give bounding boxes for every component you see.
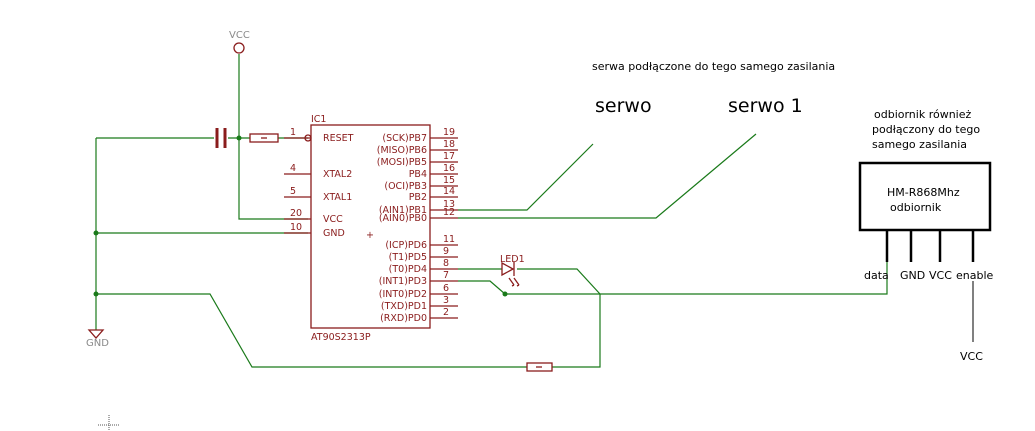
ic-pin-label: XTAL1 [323,192,352,203]
ic-pin-number: 8 [443,258,449,269]
receiver-title: HM-R868Mhz [887,186,960,199]
ic-right-pins: 19(SCK)PB718(MISO)PB617(MOSI)PB516PB415(… [377,127,458,324]
ic-pin-label: (INT1)PD3 [379,276,427,287]
receiver-pin-data: data [864,269,889,282]
ic-pin-label: (INT0)PD2 [379,289,427,300]
ic-pin-number: 5 [290,186,296,197]
reset-resistor [249,133,279,143]
vcc-supply-symbol: VCC [229,30,250,54]
ic-pin-right-6: 6 (INT0)PD2 [379,283,458,300]
receiver-pin-enable: enable [956,269,994,282]
ic-pin-label: (SCK)PB7 [382,133,427,144]
ic-pin-number: 10 [290,222,302,233]
gnd-label: GND [86,338,109,349]
ic-pin-right-2: 2 (RXD)PD0 [380,307,458,324]
ic-pin-label: (ICP)PD6 [385,240,427,251]
receiver-note-line-2: podłączony do tego [872,123,980,136]
ic-pin-number: 13 [443,199,455,210]
ic-pin-label: (AIN1)PB1 [379,205,427,216]
ic-pin-label: GND [323,228,345,239]
gnd-symbol: GND [86,329,109,349]
origin-marker [98,415,120,431]
ic-pin-label: (TXD)PD1 [381,301,427,312]
ic-part: AT90S2313P [311,332,371,343]
ic-pin-right-19: 19 (SCK)PB7 [382,127,458,144]
ic-pin-number: 17 [443,151,455,162]
ic-pin-number: 18 [443,139,455,150]
ic-pin-number: 19 [443,127,455,138]
ic-pin-right-17: 17 (MOSI)PB5 [377,151,458,168]
receiver-pin-gnd: GND [900,269,925,282]
junctions [93,135,508,297]
ic-pin-number: 20 [290,208,302,219]
ic-pin-number: 1 [290,127,296,138]
ic-pin-label: (MISO)PB6 [377,145,427,156]
ic-pin-label: (T0)PD4 [389,264,427,275]
led-name: LED1 [500,254,525,265]
ic-pin-label: RESET [323,133,354,144]
ic-pin-label: (T1)PD5 [389,252,427,263]
ic-pin-number: 7 [443,270,449,281]
capacitor [215,128,227,148]
receiver-note-line-3: samego zasilania [872,138,967,151]
ic-name: IC1 [311,114,326,125]
servo-label-2: serwo 1 [728,95,803,117]
ic-pin-number: 14 [443,186,455,197]
ic-plus-mark: + [366,230,374,241]
ic-pin-label: VCC [323,214,343,225]
servo-note: serwa podłączone do tego samego zasilani… [592,60,835,73]
led1: LED1 [500,254,525,287]
ic-pin-right-12: 12 (AIN0)PB0 [379,207,458,224]
ic-pin-number: 6 [443,283,449,294]
ic-pin-right-18: 18 (MISO)PB6 [377,139,458,156]
ic-pin-right-15: 15 (OCI)PB3 [384,175,458,192]
ic-pin-label: (MOSI)PB5 [377,157,427,168]
ic-pin-right-9: 9 (T1)PD5 [389,246,458,263]
ic-pin-number: 4 [290,163,296,174]
ic-pin-right-8: 8 (T0)PD4 [389,258,458,275]
ic-pin-number: 2 [443,307,449,318]
annotations: serwa podłączone do tego samego zasilani… [592,60,980,151]
ic-pin-right-13: 13 (AIN1)PB1 [379,199,458,216]
ic-pin-number: 9 [443,246,449,257]
vcc-label-top: VCC [229,30,250,41]
ic-pin-number: 11 [443,234,455,245]
vcc-label-bottom: VCC [960,350,983,363]
ic-pin-right-7: 7 (INT1)PD3 [379,270,458,287]
receiver-module: HM-R868Mhz odbiornik data GND VCC enable… [858,161,994,363]
servo-label-1: serwo [595,95,652,117]
ic-pin-number: 12 [443,207,455,218]
ic-pin-label: (OCI)PB3 [384,181,427,192]
ic-pin-right-11: 11 (ICP)PD6 [385,234,458,251]
receiver-pin-vcc: VCC [929,269,952,282]
ic-pin-right-3: 3 (TXD)PD1 [381,295,458,312]
ic-pin-number: 15 [443,175,455,186]
ic-pin-label: (RXD)PD0 [380,313,427,324]
ic-pin-label: (AIN0)PB0 [379,213,427,224]
receiver-subtitle: odbiornik [890,201,942,214]
ic-pin-label: XTAL2 [323,169,352,180]
pullup-resistor [526,362,553,372]
ic-pin-number: 3 [443,295,449,306]
ic-pin-label: PB2 [409,192,427,203]
ic-pin-number: 16 [443,163,455,174]
ic-pin-label: PB4 [409,169,427,180]
receiver-note-line-1: odbiornik również [874,108,972,121]
